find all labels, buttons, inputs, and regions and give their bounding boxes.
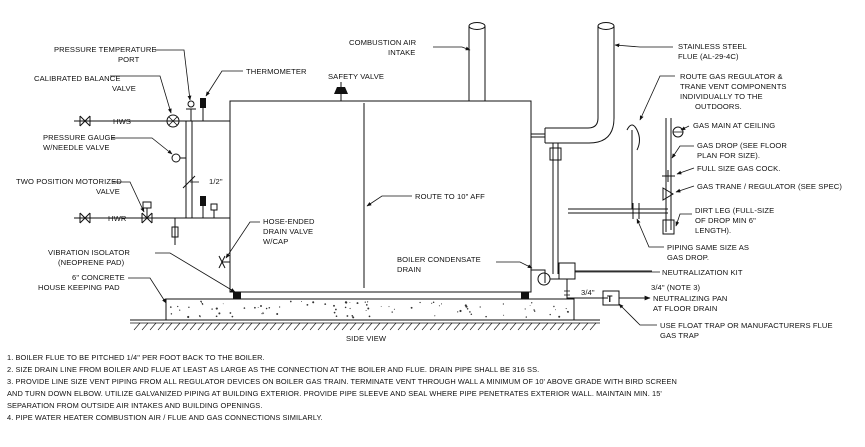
svg-text:PLAN FOR SIZE).: PLAN FOR SIZE). (697, 151, 760, 160)
combustion-air-intake-pipe (468, 22, 486, 101)
note-1: 1. BOILER FLUE TO BE PITCHED 1/4" PER FO… (7, 353, 265, 362)
svg-text:STAINLESS STEEL: STAINLESS STEEL (678, 42, 747, 51)
note-3-line-1: 3. PROVIDE LINE SIZE VENT PIPING FROM AL… (7, 377, 677, 386)
vibration-isolator-right (521, 292, 529, 299)
thermometer-icon (200, 98, 206, 108)
svg-text:PRESSURE GAUGE: PRESSURE GAUGE (43, 133, 116, 142)
svg-text:PRESSURE TEMPERATURE: PRESSURE TEMPERATURE (54, 45, 157, 54)
label-note3: 3/4" (NOTE 3) (651, 283, 701, 292)
label-trap-letter: T (607, 294, 613, 304)
svg-text:OF DROP MIN 6": OF DROP MIN 6" (695, 216, 756, 225)
label-thermometer: THERMOMETER (246, 67, 307, 76)
svg-text:VALVE: VALVE (96, 187, 120, 196)
svg-text:TWO POSITION MOTORIZED: TWO POSITION MOTORIZED (16, 177, 122, 186)
concrete-housekeeping-pad (130, 298, 600, 331)
label-gas-main-at-ceiling: GAS MAIN AT CEILING (693, 121, 775, 130)
svg-text:HOSE-ENDED: HOSE-ENDED (263, 217, 315, 226)
svg-text:BOILER CONDENSATE: BOILER CONDENSATE (397, 255, 481, 264)
svg-text:DRAIN: DRAIN (397, 265, 421, 274)
label-gas-trane-regulator: GAS TRANE / REGULATOR (SEE SPEC) (697, 182, 842, 191)
label-pressure-temperature-port: PRESSURE TEMPERATURE PORT (54, 45, 157, 64)
label-full-size-gas-cock: FULL SIZE GAS COCK. (697, 164, 780, 173)
label-combustion-air-intake: COMBUSTION AIR INTAKE (349, 38, 417, 57)
label-boiler-condensate-drain: BOILER CONDENSATE DRAIN (397, 255, 481, 274)
svg-text:PIPING SAME SIZE AS: PIPING SAME SIZE AS (667, 243, 749, 252)
label-calibrated-balance-valve: CALIBRATED BALANCE VALVE (34, 74, 136, 93)
note-2: 2. SIZE DRAIN LINE FROM BOILER AND FLUE … (7, 365, 539, 374)
svg-text:PORT: PORT (118, 55, 140, 64)
label-dirt-leg: DIRT LEG (FULL-SIZE OF DROP MIN 6" LENGT… (695, 206, 774, 235)
svg-text:FLUE (AL-29-4C): FLUE (AL-29-4C) (678, 52, 739, 61)
label-stainless-steel-flue: STAINLESS STEEL FLUE (AL-29-4C) (678, 42, 747, 61)
svg-text:USE FLOAT TRAP OR MANUFACTURE: USE FLOAT TRAP OR MANUFACTURERS FLUE (660, 321, 833, 330)
label-two-position-valve: TWO POSITION MOTORIZED VALVE (16, 177, 122, 196)
svg-text:LENGTH).: LENGTH). (695, 226, 731, 235)
general-notes: 1. BOILER FLUE TO BE PITCHED 1/4" PER FO… (7, 353, 677, 422)
hot-water-supply-piping (74, 98, 230, 218)
note-4: 4. PIPE WATER HEATER COMBUSTION AIR / FL… (7, 413, 323, 422)
label-hwr: HWR (108, 214, 127, 223)
hwr-isolation-valve-icon (79, 212, 91, 224)
label-pressure-gauge: PRESSURE GAUGE W/NEEDLE VALVE (43, 133, 116, 152)
calibrated-balance-valve-icon (166, 114, 180, 128)
svg-text:GAS DROP.: GAS DROP. (667, 253, 709, 262)
vibration-isolator-left (233, 292, 241, 299)
hose-drain-valve-icon (218, 255, 230, 269)
svg-text:NEUTRALIZING PAN: NEUTRALIZING PAN (653, 294, 727, 303)
svg-text:INDIVIDUALLY TO THE: INDIVIDUALLY TO THE (680, 92, 763, 101)
stainless-steel-flue-pipe (531, 22, 615, 274)
label-half-inch: 1/2" (209, 177, 223, 186)
svg-text:W/NEEDLE VALVE: W/NEEDLE VALVE (43, 143, 110, 152)
gas-cock-icon (662, 170, 675, 182)
svg-text:COMBUSTION AIR: COMBUSTION AIR (349, 38, 417, 47)
condensate-drain-assembly (531, 262, 652, 306)
label-route-gas-regulator: ROUTE GAS REGULATOR & TRANE VENT COMPONE… (680, 72, 787, 111)
label-concrete-pad: 6" CONCRETE HOUSE KEEPING PAD (38, 273, 125, 292)
svg-text:6" CONCRETE: 6" CONCRETE (72, 273, 125, 282)
label-safety-valve: SAFETY VALVE (328, 72, 384, 81)
svg-text:DIRT LEG (FULL-SIZE: DIRT LEG (FULL-SIZE (695, 206, 774, 215)
svg-text:ROUTE GAS REGULATOR &: ROUTE GAS REGULATOR & (680, 72, 783, 81)
neutralization-kit-box (558, 262, 576, 280)
pt-port-icon (187, 100, 195, 108)
svg-text:GAS DROP (SEE FLOOR: GAS DROP (SEE FLOOR (697, 141, 787, 150)
svg-text:GAS TRAP: GAS TRAP (660, 331, 699, 340)
svg-text:INTAKE: INTAKE (388, 48, 415, 57)
boiler-body (229, 82, 532, 299)
svg-text:DRAIN VALVE: DRAIN VALVE (263, 227, 313, 236)
svg-text:TRANE VENT COMPONENTS: TRANE VENT COMPONENTS (680, 82, 787, 91)
label-hws: HWS (113, 117, 131, 126)
label-float-trap: USE FLOAT TRAP OR MANUFACTURERS FLUE GAS… (660, 321, 833, 340)
gas-train (568, 118, 684, 235)
svg-text:HOUSE KEEPING PAD: HOUSE KEEPING PAD (38, 283, 120, 292)
note-3-line-3: SEPARATION FROM OUTSIDE AIR INTAKES AND … (7, 401, 262, 410)
label-three-quarter: 3/4" (581, 288, 595, 297)
hws-isolation-valve-icon (79, 115, 91, 127)
label-neutralizing-pan: NEUTRALIZING PAN AT FLOOR DRAIN (653, 294, 727, 313)
svg-text:CALIBRATED BALANCE: CALIBRATED BALANCE (34, 74, 120, 83)
label-vibration-isolator: VIBRATION ISOLATOR (NEOPRENE PAD) (48, 248, 130, 267)
label-gas-drop: GAS DROP (SEE FLOOR PLAN FOR SIZE). (697, 141, 787, 160)
label-neutralization-kit: NEUTRALIZATION KIT (662, 268, 743, 277)
label-hose-ended-drain: HOSE-ENDED DRAIN VALVE W/CAP (263, 217, 315, 246)
svg-text:VALVE: VALVE (112, 84, 136, 93)
svg-text:VIBRATION ISOLATOR: VIBRATION ISOLATOR (48, 248, 130, 257)
svg-text:(NEOPRENE PAD): (NEOPRENE PAD) (58, 258, 125, 267)
svg-text:OUTDOORS.: OUTDOORS. (695, 102, 742, 111)
label-side-view: SIDE VIEW (346, 334, 387, 343)
label-piping-same-size: PIPING SAME SIZE AS GAS DROP. (667, 243, 749, 262)
safety-valve-icon (334, 82, 348, 101)
svg-text:AT FLOOR DRAIN: AT FLOOR DRAIN (653, 304, 717, 313)
leader-lines (110, 43, 695, 326)
label-route-to-affl: ROUTE TO 10" AFF (415, 192, 485, 201)
gas-regulator-icon (662, 187, 674, 201)
hot-water-return-piping (74, 196, 230, 269)
pressure-gauge-icon (171, 153, 181, 163)
svg-text:W/CAP: W/CAP (263, 237, 288, 246)
note-3-line-2: AND TURN DOWN ELBOW. UTILIZE GALVANIZED … (7, 389, 662, 398)
